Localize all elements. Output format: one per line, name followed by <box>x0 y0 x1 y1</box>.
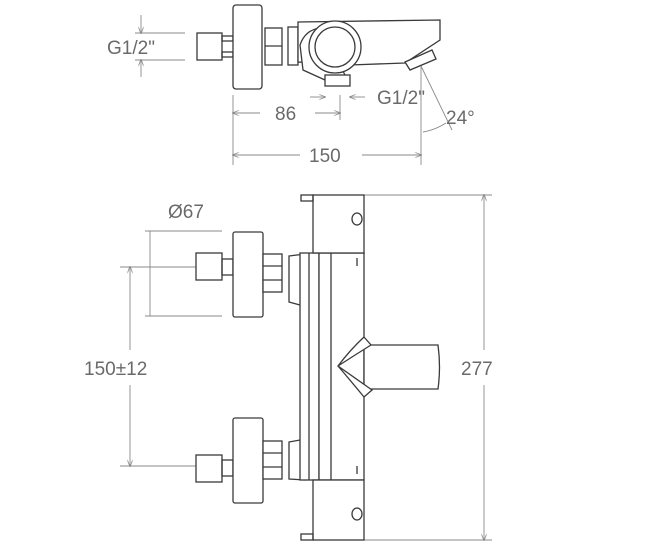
height-dimension: 277 <box>364 195 493 540</box>
front-mixer-body <box>195 194 441 541</box>
front-view: Ø67 150±12 277 <box>84 195 493 540</box>
top-inlet-thread-dimension: G1/2" <box>107 15 185 77</box>
top-view: G1/2" 86 G1/2" <box>107 4 475 167</box>
top-mixer-body <box>196 4 441 90</box>
outlet-thread-label: G1/2" <box>377 88 425 109</box>
dim-150-label: 150 <box>309 146 341 167</box>
inlet-thread-label: G1/2" <box>107 38 155 59</box>
dimension-150: 150 <box>233 146 421 167</box>
inlet-spacing-label: 150±12 <box>84 359 147 380</box>
rosette-diameter-label: Ø67 <box>168 202 204 223</box>
height-label: 277 <box>461 359 493 380</box>
rosette-diameter-dimension: Ø67 <box>145 202 222 317</box>
outlet-thread-dimension: G1/2" <box>310 88 425 109</box>
dim-86-label: 86 <box>275 104 296 125</box>
angle-24: 24° <box>420 65 475 165</box>
angle-label: 24° <box>446 108 475 129</box>
inlet-spacing-dimension: 150±12 <box>84 267 196 466</box>
